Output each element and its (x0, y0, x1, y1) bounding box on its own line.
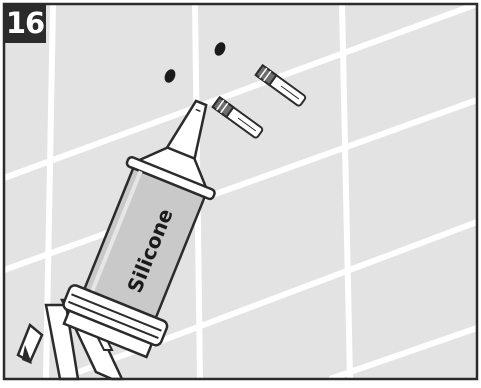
drill-mark-dot (214, 42, 226, 56)
grout-line (339, 3, 353, 380)
grout-line (2, 1, 479, 181)
wall-plug (211, 95, 264, 139)
illustration-border (2, 2, 479, 381)
grout-line (329, 325, 478, 382)
grout-line (58, 219, 479, 382)
pencil-marks (164, 42, 226, 83)
grout-line (2, 97, 479, 273)
wall-plug (254, 63, 307, 107)
silicone-caulking-gun: Silicone (16, 99, 216, 381)
step-number-badge: 16 (4, 4, 46, 43)
silicone-cartridge: Silicone (62, 99, 216, 359)
wall-plugs (211, 63, 307, 139)
drill-mark-dot (164, 69, 176, 83)
